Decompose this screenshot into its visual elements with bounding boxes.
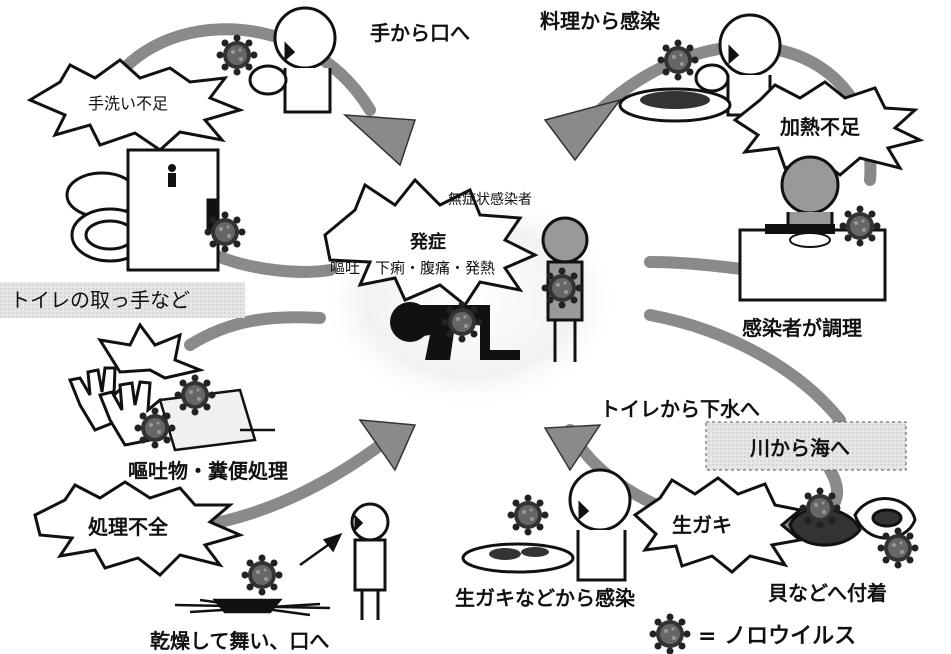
burst-raw-oyster [632, 476, 804, 574]
vomit-burst-icon [96, 322, 206, 380]
burst-underheating [732, 80, 925, 177]
label-cooking-infection: 料理から感染 [540, 9, 661, 33]
person-vomiting [390, 302, 520, 360]
arrow-left-lower [184, 311, 326, 351]
person-head [273, 6, 337, 70]
plate-icon [618, 87, 732, 123]
norovirus-icon [174, 374, 216, 416]
person-cook [780, 155, 840, 234]
label-underheating: 加熱不足 [779, 115, 861, 139]
label-improper-handling: 処理不全 [88, 515, 169, 539]
label-symptoms: 嘔吐・下痢・腹痛・発熱 [330, 259, 495, 277]
person-bottom-center [350, 502, 390, 620]
person-top-left [248, 6, 337, 114]
label-box-river [705, 421, 907, 471]
norovirus-icon [649, 613, 691, 654]
burst-onset [323, 177, 539, 308]
person-body [283, 68, 332, 114]
burst-improper-handling [33, 480, 245, 577]
label-toilet-handle: トイレの取っ手など [10, 288, 190, 312]
burst-no-handwash [26, 58, 245, 152]
norovirus-icon [134, 407, 176, 449]
label-hand-to-mouth: 手から口へ [370, 21, 470, 45]
norovirus-icon [541, 267, 583, 309]
norovirus-icon [216, 34, 258, 76]
pan-icon [765, 224, 835, 248]
mouth-marker [284, 41, 296, 62]
legend: = ノロウイルス [649, 613, 856, 654]
door-icon [126, 148, 220, 272]
label-no-handwash: 手洗い不足 [88, 94, 168, 113]
label-vomit-handling: 嘔吐物・糞便処理 [128, 459, 288, 483]
arrowhead-hand-to-mouth [342, 114, 417, 167]
label-asymptomatic: 無症状感染者 [448, 191, 532, 208]
bag-icon [158, 388, 275, 452]
label-dry-airborne: 乾燥して舞い、口へ [150, 629, 329, 653]
norovirus-icon [877, 527, 919, 569]
norovirus-icon [507, 494, 549, 536]
plate-oysters-icon [461, 542, 575, 574]
restroom-sign-icon [168, 164, 176, 187]
arrowhead-lower-left [358, 419, 417, 472]
arrow-toilet-to-center [209, 249, 336, 278]
norovirus-icon [839, 205, 881, 247]
arrowheads [342, 98, 622, 472]
label-river-to-sea: 川から海へ [749, 436, 850, 460]
label-toilet-to-sewer: トイレから下水へ [600, 397, 760, 421]
norovirus-icon [799, 487, 841, 529]
label-oyster-infection: 生ガキなどから感染 [455, 586, 636, 610]
person-hand [248, 64, 288, 96]
label-infected-cooks: 感染者が調理 [742, 316, 862, 340]
label-onset: 発症 [409, 231, 446, 253]
label-raw-oyster: 生ガキ [672, 513, 732, 537]
label-attach-shellfish: 貝などへ付着 [768, 581, 887, 605]
arrow-cook-to-center [644, 256, 756, 276]
legend-text: = ノロウイルス [698, 624, 856, 649]
arrowhead-cooking [543, 98, 622, 162]
arrow-right-lower [644, 309, 846, 426]
pointer-arrow [299, 532, 343, 567]
norovirus-icon [657, 39, 699, 81]
norovirus-icon [441, 301, 483, 343]
person-bottom-right [568, 468, 632, 582]
norovirus-icon [241, 554, 283, 596]
label-box-toilet [0, 282, 245, 318]
dust-icon [174, 598, 331, 617]
norovirus-icon [204, 211, 246, 253]
arrowhead-lower-right [543, 424, 602, 472]
